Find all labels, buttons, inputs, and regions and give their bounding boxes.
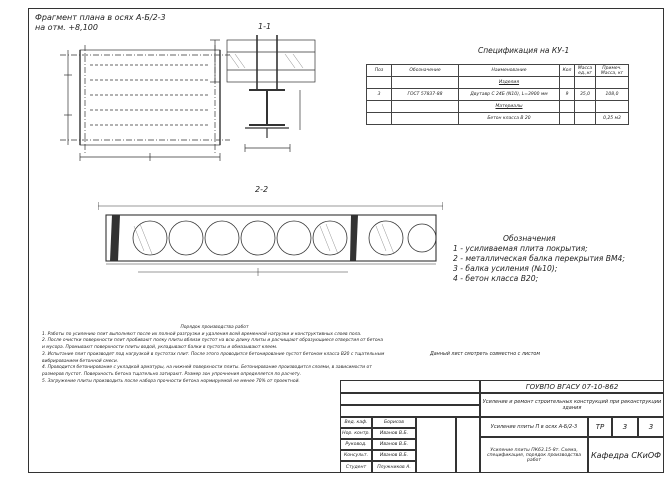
note-item: 2. После очистки поверхности плит пробив…	[42, 338, 384, 351]
section-2-2-drawing	[98, 202, 443, 276]
title-block-sheets: 3	[638, 417, 664, 437]
spec-header-note: Примеч. Масса, кг	[595, 64, 629, 77]
note-item: 3. Испытание плит производят под нагрузк…	[42, 351, 385, 364]
note-item: 5. Загружение плиты производить после на…	[42, 378, 300, 384]
spec-cell: 0,25 м3	[595, 112, 629, 125]
legend-title: Обозначения	[503, 234, 556, 243]
work-order-notes: Порядок производства работ 1. Работы по …	[42, 325, 387, 385]
spec-group-products: Изделия	[458, 76, 560, 89]
tb-signature-column	[416, 417, 456, 473]
tb-role: Руковод.	[340, 439, 372, 450]
spec-header-row: Поз Обозначение Наименование Кол Масса е…	[366, 64, 629, 77]
tb-role: Студент	[340, 461, 372, 473]
plan-title: Фрагмент плана в осях А-Б/2-3 на отм. +8…	[35, 13, 166, 33]
spec-header-name: Наименование	[458, 64, 560, 77]
tb-grid-row	[340, 393, 480, 405]
sheet-note: Данный лист смотреть совместно с листом	[430, 352, 540, 357]
note-item: 1. Работы по усилению плит выполняют пос…	[42, 331, 362, 337]
spec-cell: ГОСТ 57837-88	[391, 88, 459, 101]
tb-name: Иванов В.Б.	[372, 428, 416, 439]
title-block-stage: ТР	[588, 417, 612, 437]
legend-item: 4 - бетон класса В20;	[453, 274, 539, 283]
legend: Обозначения 1 - усиливаемая плита покрыт…	[453, 234, 625, 284]
spec-title: Спецификация на КУ-1	[478, 46, 570, 55]
spec-cell: 35,0	[574, 88, 596, 101]
tb-date-column	[456, 417, 480, 473]
tb-role: Вед. каф.	[340, 417, 372, 428]
title-block-code: ГОУВПО ВГАСУ 07-10-862	[480, 380, 664, 393]
legend-item: 2 - металлическая балка перекрытия ВМ4;	[453, 254, 625, 263]
tb-name: Иванов В.Б.	[372, 450, 416, 461]
tb-name: Борисов	[372, 417, 416, 428]
spec-header-unit-mass: Масса ед.,кг	[574, 64, 596, 77]
spec-row: Бетон класса В 20 0,25 м3	[366, 112, 629, 125]
spec-header-designation: Обозначение	[391, 64, 459, 77]
spec-group-row: Изделия	[366, 76, 629, 89]
tb-grid-row	[340, 380, 480, 393]
notes-title: Порядок производства работ	[180, 325, 249, 330]
spec-cell: 3	[366, 88, 392, 101]
spec-row: 3 ГОСТ 57837-88 Двутавр С 24Б (N10), L=3…	[366, 88, 629, 101]
spec-group-row: Материалы	[366, 100, 629, 113]
title-block-org: Кафедра СКиОФ	[588, 437, 664, 473]
spec-header-qty: Кол	[559, 64, 575, 77]
tb-name: Плужников А.	[372, 461, 416, 473]
plan-title-line-2: на отм. +8,100	[35, 23, 98, 32]
section-1-1-label: 1-1	[258, 22, 272, 31]
spec-cell: Двутавр С 24Б (N10), L=3900 мм	[458, 88, 560, 101]
plan-fragment-drawing	[60, 45, 230, 161]
title-block-sheet-title: Усиление плиты П в осях А-Б/2-3	[480, 417, 588, 437]
spec-header-pos: Поз	[366, 64, 392, 77]
note-item: 4. Проводится бетонирование с укладкой а…	[42, 365, 372, 377]
spec-cell: 108,0	[595, 88, 629, 101]
legend-item: 1 - усиливаемая плита покрытия;	[453, 244, 588, 253]
spec-cell: 9	[559, 88, 575, 101]
title-block-sheet: 3	[612, 417, 638, 437]
spec-group-materials: Материалы	[458, 100, 560, 113]
title-block-project: Усиление и ремонт строительных конструкц…	[480, 393, 664, 417]
tb-role: Консульт.	[340, 450, 372, 461]
title-block-sheet-sub: Усиление плиты ПК63.15-8т. Схема, специф…	[480, 437, 588, 473]
tb-grid-row	[340, 405, 480, 417]
legend-item: 3 - балка усиления (№10);	[453, 264, 558, 273]
tb-name: Иванов В.Б.	[372, 439, 416, 450]
spec-cell: Бетон класса В 20	[458, 112, 560, 125]
section-2-2-label: 2-2	[255, 185, 269, 194]
section-1-1-drawing	[210, 35, 316, 152]
title-block: ГОУВПО ВГАСУ 07-10-862 Усиление и ремонт…	[340, 380, 664, 473]
tb-role: Нор. контр.	[340, 428, 372, 439]
spec-table: Поз Обозначение Наименование Кол Масса е…	[366, 64, 629, 125]
plan-title-line-1: Фрагмент плана в осях А-Б/2-3	[35, 13, 166, 22]
